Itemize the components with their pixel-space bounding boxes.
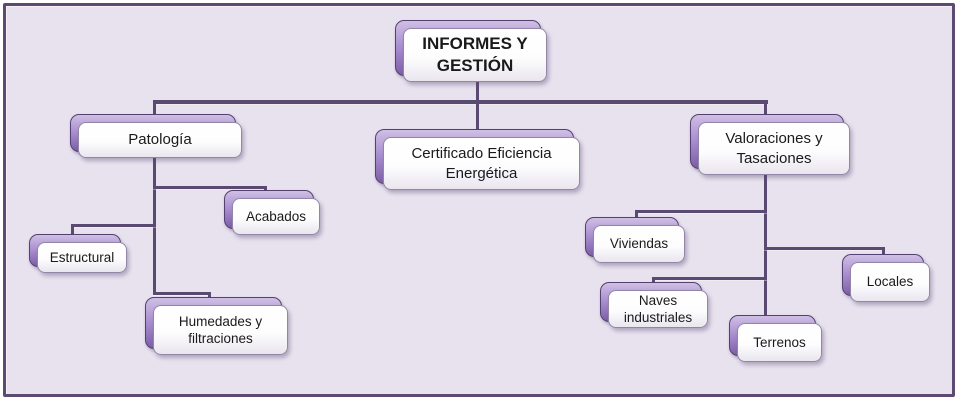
edge-naves-h <box>652 277 767 280</box>
node-humedades-y-filtraciones: Humedades y filtraciones <box>145 297 288 355</box>
edge-root-drop <box>476 82 479 102</box>
node-locales: Locales <box>842 254 930 302</box>
node-label: Naves industriales <box>608 290 708 328</box>
node-label: INFORMES Y GESTIÓN <box>403 28 547 82</box>
edge-acabados-h <box>153 186 267 189</box>
node-label: Viviendas <box>593 225 685 263</box>
node-label: Valoraciones y Tasaciones <box>698 122 850 175</box>
edge-drop-valoraciones <box>764 100 767 124</box>
node-label: Humedades y filtraciones <box>153 305 288 355</box>
node-label: Certificado Eficiencia Energética <box>383 137 580 190</box>
node-label: Locales <box>850 262 930 302</box>
node-informes-y-gestion: INFORMES Y GESTIÓN <box>395 20 547 82</box>
node-label: Terrenos <box>737 323 822 362</box>
node-viviendas: Viviendas <box>585 217 685 263</box>
edge-drop-certificado <box>476 100 479 140</box>
node-valoraciones-y-tasaciones: Valoraciones y Tasaciones <box>690 114 850 175</box>
edge-estructural-h <box>71 224 156 227</box>
node-acabados: Acabados <box>224 190 320 235</box>
edge-drop-patologia <box>153 100 156 124</box>
node-label: Acabados <box>232 198 320 235</box>
edge-level1-trunk <box>154 100 768 104</box>
edge-humedades-h <box>153 292 211 295</box>
node-certificado-eficiencia-energetica: Certificado Eficiencia Energética <box>375 129 580 190</box>
node-patologia: Patología <box>70 114 242 158</box>
edge-valoraciones-stem <box>764 175 767 318</box>
node-label: Patología <box>78 122 242 158</box>
node-label: Estructural <box>37 242 127 273</box>
node-estructural: Estructural <box>29 234 127 273</box>
edge-locales-h <box>764 247 885 250</box>
node-terrenos: Terrenos <box>729 315 822 362</box>
node-naves-industriales: Naves industriales <box>600 282 708 328</box>
edge-viviendas-h <box>635 210 767 213</box>
